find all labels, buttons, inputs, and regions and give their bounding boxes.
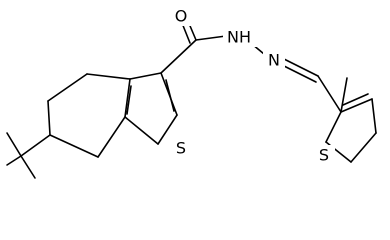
bond <box>47 100 51 136</box>
sulfur-ring-atom-label: S <box>176 139 186 158</box>
nitrogen-atom-label: N <box>268 51 280 70</box>
bond <box>342 93 369 106</box>
bond <box>371 98 377 134</box>
bond <box>86 73 131 80</box>
bond <box>47 73 88 102</box>
bond <box>124 116 159 145</box>
bond <box>195 35 227 41</box>
sulfur-thiophene-atom-label: S <box>319 146 329 165</box>
molecule-structure-diagram: O NH N S S <box>6 6 377 179</box>
bond <box>317 75 342 113</box>
bond <box>160 39 197 74</box>
bond <box>165 79 175 112</box>
bond <box>126 85 132 115</box>
bond <box>124 78 131 118</box>
bond <box>281 57 319 77</box>
bond <box>6 155 22 166</box>
bond <box>350 132 377 163</box>
bond <box>129 72 162 80</box>
bond <box>49 134 99 158</box>
bond <box>20 134 51 157</box>
nh-atom-label: NH <box>227 28 251 47</box>
bond <box>279 63 317 83</box>
bond <box>325 111 342 143</box>
bond <box>97 116 126 158</box>
atom-labels: O NH N S S <box>170 6 335 165</box>
bond <box>157 114 178 145</box>
bond <box>6 132 22 157</box>
oxygen-atom-label: O <box>175 7 188 26</box>
bond <box>20 155 36 179</box>
bond <box>340 77 348 113</box>
bond <box>340 98 373 113</box>
